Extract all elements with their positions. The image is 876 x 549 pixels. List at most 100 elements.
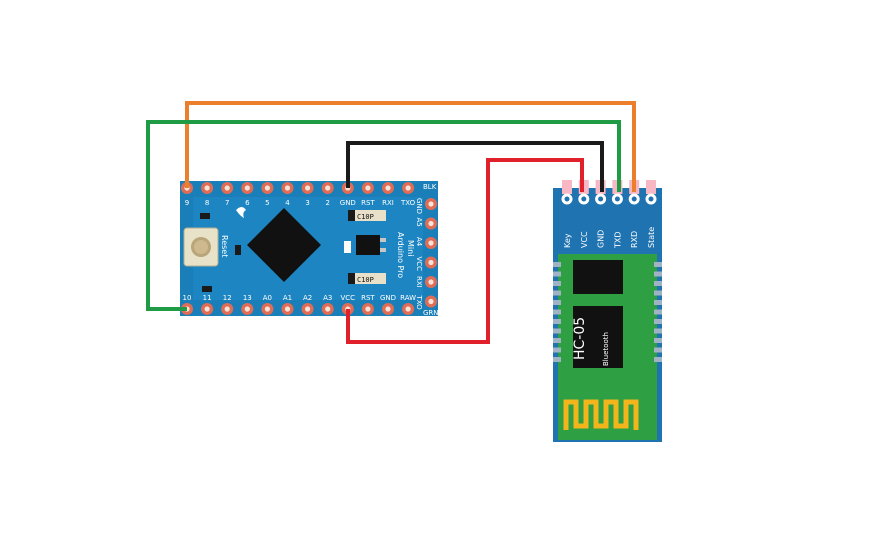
arduino-bottom-pin-label: A2 [303, 294, 312, 302]
hc05-left-pad [553, 290, 561, 296]
regulator-tab [380, 248, 386, 252]
hc05-left-pad [553, 347, 561, 353]
arduino-bottom-pin-pad-hole [325, 306, 331, 312]
arduino-bottom-pin-pad-hole [204, 306, 210, 312]
arduino-top-pin-pad-hole [284, 185, 291, 191]
hc05-left-pad [553, 262, 561, 267]
arduino-bottom-pin-pad-hole [284, 306, 291, 312]
hc05-chip-subtext: Bluetooth [602, 332, 610, 366]
corner-label-blk: BLK [423, 183, 437, 191]
arduino-right-pin-label: A4 [415, 237, 423, 247]
hc05-right-pad [654, 262, 662, 267]
hc05-left-pad [553, 338, 561, 343]
reset-button[interactable] [183, 227, 219, 267]
smd-resistor [200, 213, 210, 219]
voltage-regulator [356, 235, 380, 255]
arduino-bottom-pin-label: 11 [203, 294, 212, 302]
hc05-pin-hole [614, 196, 620, 202]
regulator-tab [380, 238, 386, 242]
arduino-top-pin-pad-hole [204, 185, 210, 191]
hc05-left-pad [553, 309, 561, 315]
arduino-right-pin-label: RXI [415, 276, 423, 288]
wire-red [346, 158, 584, 344]
arduino-top-pin-label: RXI [382, 199, 394, 207]
smd-resistor [202, 286, 212, 292]
arduino-top-pin-label: 6 [245, 199, 250, 207]
wires [146, 101, 636, 344]
hc05-pin-label: Key [563, 233, 572, 248]
arduino-top-pin-pad-hole [365, 185, 371, 191]
hc05-left-pad [553, 300, 561, 305]
hc05-pin-label: GND [597, 230, 606, 248]
arduino-bottom-pin-label: A0 [263, 294, 272, 302]
smd-resistor [235, 245, 241, 255]
hc05-pin-hole [648, 196, 654, 202]
arduino-right-pad-hole [428, 298, 434, 305]
arduino-bottom-pin-label: A1 [283, 294, 292, 302]
arduino-top-pin-label: 5 [265, 199, 269, 207]
arduino-bottom-pin-pad-hole [305, 306, 311, 312]
hc05-antenna [563, 399, 639, 430]
hc05-left-pad [553, 328, 561, 334]
arduino-bottom-pin-label: 12 [223, 294, 232, 302]
smd-led [344, 241, 351, 253]
arduino-top-pin-label: TXO [400, 199, 416, 207]
capacitor-top: C10P [348, 210, 386, 221]
hc05-main-chip [573, 306, 623, 368]
arduino-bottom-pin-pad-hole [264, 306, 270, 312]
hc05-right-pad [654, 319, 662, 324]
hc05-pin-label: State [647, 227, 656, 248]
hc05-right-pad [654, 347, 662, 353]
hc05-left-pad [553, 271, 561, 277]
arduino-bottom-pin-label: RST [361, 294, 375, 302]
arduino-bottom-pin-label: 10 [183, 294, 192, 302]
hc05-right-pad [654, 300, 662, 305]
arduino-top-pin-pad-hole [244, 185, 250, 191]
hc05-pin-label: TXD [613, 231, 622, 249]
corner-label-grn: GRN [423, 309, 439, 317]
hc05-header-pin [646, 180, 656, 194]
arduino-right-pin-label: VCC [415, 257, 423, 272]
hc05-right-pad [654, 328, 662, 334]
hc05-side-pads [553, 262, 662, 362]
hc05-pin-hole [564, 196, 570, 202]
arduino-right-pad-hole [428, 279, 434, 285]
reset-label: Reset [220, 235, 229, 257]
wire-black [346, 141, 604, 192]
sparkfun-flame-logo [236, 207, 246, 218]
arduino-bottom-pin-label: A3 [323, 294, 332, 302]
arduino-right-pad-hole [428, 259, 434, 266]
arduino-bottom-pin-label: GND [380, 294, 396, 302]
hc05-right-pad [654, 281, 662, 286]
capacitor-top-label: C10P [357, 213, 374, 221]
arduino-bottom-pin-label: VCC [341, 294, 356, 302]
hc05-left-pad [553, 281, 561, 286]
arduino-top-pin-pad-hole [385, 185, 391, 191]
arduino-top-pin-label: 3 [305, 199, 309, 207]
hc05-right-pad [654, 309, 662, 315]
arduino-right-pad-hole [428, 220, 434, 227]
capacitor-bottom: C10P [348, 273, 386, 284]
arduino-top-pin-pad-hole [224, 185, 230, 191]
wire-green [146, 120, 621, 311]
arduino-bottom-pin-pad-hole [385, 306, 391, 312]
hc05-pin-hole [581, 196, 587, 202]
arduino-top-pin-label: 4 [285, 199, 290, 207]
hc05-left-pad [553, 319, 561, 324]
arduino-right-pad-hole [428, 201, 434, 207]
arduino-right-pin-label: TXO [415, 295, 423, 311]
hc05-left-pad [553, 357, 561, 362]
hc05-pin-hole [631, 196, 637, 202]
hc05-right-pad [654, 338, 662, 343]
board-name-line1: Arduino Pro [396, 232, 405, 278]
arduino-top-pin-label: 9 [185, 199, 189, 207]
arduino-top-pin-label: 8 [205, 199, 209, 207]
hc05-pin-label: RXD [630, 231, 639, 248]
wire-orange [185, 101, 636, 192]
arduino-top-pin-label: 2 [325, 199, 329, 207]
hc05-pin-label: VCC [580, 231, 589, 248]
